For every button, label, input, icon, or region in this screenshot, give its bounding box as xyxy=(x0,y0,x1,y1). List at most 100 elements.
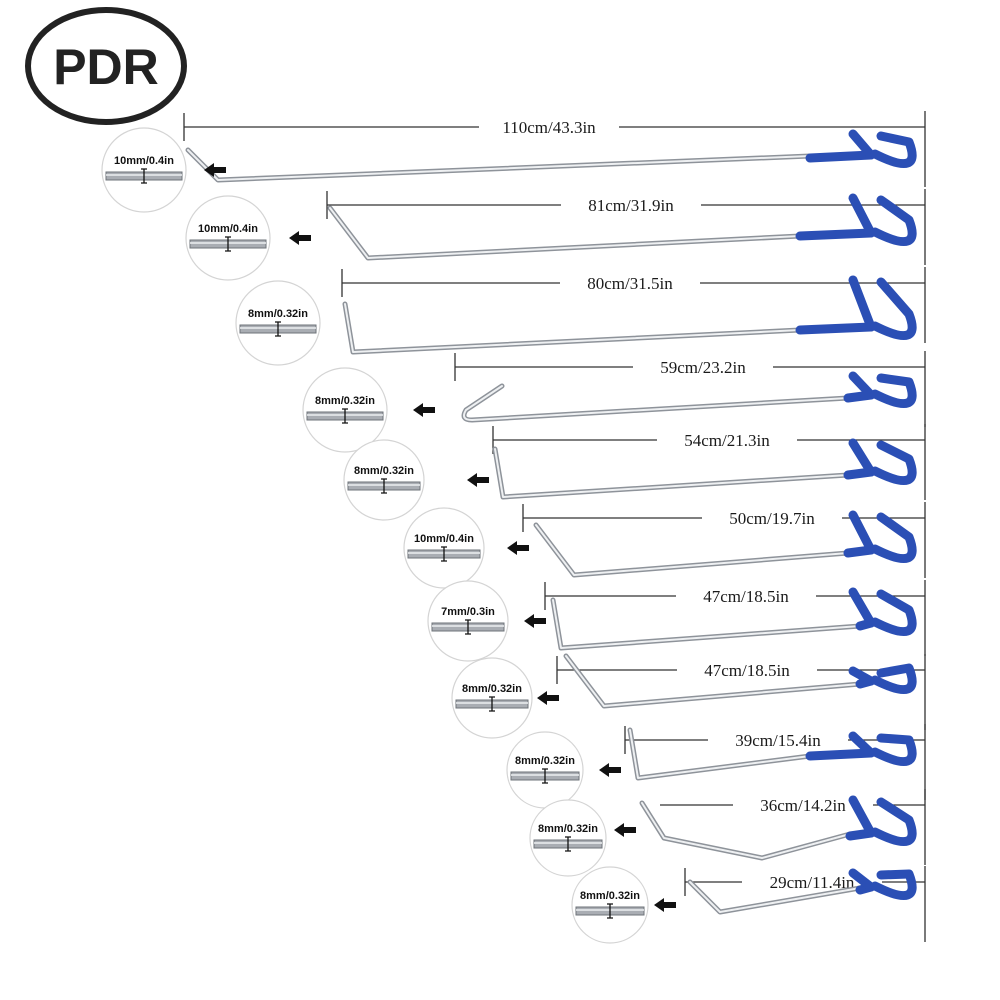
rod-handle xyxy=(805,748,876,761)
tip-size-label: 8mm/0.32in xyxy=(248,308,308,320)
rod-item: 59cm/23.2in 8mm/0.32in xyxy=(302,351,926,453)
rod-handle xyxy=(848,371,876,400)
rod xyxy=(627,727,917,781)
measure-marker-icon xyxy=(542,768,548,784)
tip-size-bubble: 10mm/0.4in xyxy=(403,507,485,589)
rod-item: 29cm/11.4in 8mm/0.32in xyxy=(571,866,926,944)
dimension-line: 110cm/43.3in xyxy=(183,111,926,187)
length-label: 50cm/19.7in xyxy=(729,509,815,528)
dimension-line: 47cm/18.5in xyxy=(544,580,926,656)
rod-shaft-highlight xyxy=(565,655,861,707)
tip-size-label: 10mm/0.4in xyxy=(198,223,258,235)
rod-item: 54cm/21.3in 8mm/0.32in xyxy=(343,424,926,521)
arrow-left-icon xyxy=(524,614,546,628)
rod-item: 47cm/18.5in 8mm/0.32in xyxy=(451,653,926,739)
rod-handle xyxy=(805,150,876,163)
rod-handle xyxy=(795,322,876,335)
length-label: 81cm/31.9in xyxy=(588,196,674,215)
rod-item: 50cm/19.7in 10mm/0.4in xyxy=(403,502,926,589)
rod xyxy=(342,275,917,355)
arrow-left-icon xyxy=(614,823,636,837)
dimension-line: 36cm/14.2in xyxy=(660,789,926,865)
rod xyxy=(550,587,917,651)
tip-size-bubble: 7mm/0.3in xyxy=(427,580,509,662)
pdr-logo: PDR xyxy=(25,7,187,125)
measure-marker-icon xyxy=(565,836,571,852)
rod-shaft xyxy=(492,446,851,500)
rod-shaft-highlight xyxy=(187,149,811,181)
rod-handle xyxy=(870,869,917,900)
tip-size-label: 10mm/0.4in xyxy=(114,155,174,167)
rod-shaft-highlight xyxy=(344,303,801,353)
rod-handle xyxy=(848,275,876,332)
rod-shaft-highlight xyxy=(552,599,861,649)
rod-handle xyxy=(870,797,917,846)
arrow-left-icon xyxy=(467,473,489,487)
rod-shaft xyxy=(327,205,803,261)
length-label: 59cm/23.2in xyxy=(660,358,746,377)
logo-text: PDR xyxy=(53,39,159,95)
rod-handle xyxy=(870,373,917,408)
arrow-left-icon xyxy=(654,898,676,912)
rod-shaft xyxy=(342,301,803,355)
rod-shaft-highlight xyxy=(463,385,849,421)
length-label: 110cm/43.3in xyxy=(502,118,596,137)
arrow-left-icon xyxy=(599,763,621,777)
rod-set: 110cm/43.3in 10mm/0.4in 81cm/31.9in 10mm/0.… xyxy=(101,111,926,944)
rod-handle xyxy=(848,438,876,477)
rod-shaft-highlight xyxy=(494,448,849,498)
rod-item: 36cm/14.2in 8mm/0.32in xyxy=(529,789,926,877)
tip-size-label: 8mm/0.32in xyxy=(515,755,575,767)
tip-size-label: 10mm/0.4in xyxy=(414,533,474,545)
tip-size-bubble: 8mm/0.32in xyxy=(235,280,321,366)
arrow-left-icon xyxy=(289,231,311,245)
rod-handle xyxy=(870,277,917,340)
tip-size-label: 8mm/0.32in xyxy=(354,465,414,477)
rod-shaft xyxy=(461,383,851,423)
rod-handle xyxy=(795,228,876,241)
tip-size-bubble: 8mm/0.32in xyxy=(529,799,607,877)
dimension-line: 59cm/23.2in xyxy=(454,351,926,427)
arrow-left-icon xyxy=(204,163,226,177)
tip-size-bubble: 8mm/0.32in xyxy=(451,657,533,739)
tip-size-label: 7mm/0.3in xyxy=(441,606,495,618)
rod-item: 110cm/43.3in 10mm/0.4in xyxy=(101,111,926,213)
rod-handle xyxy=(870,195,917,246)
rod-shaft-highlight xyxy=(535,524,849,576)
rod-handle xyxy=(870,733,917,766)
rod xyxy=(563,653,917,709)
rod xyxy=(327,193,917,261)
rod-shaft xyxy=(185,147,813,183)
measure-marker-icon xyxy=(225,236,231,252)
length-label: 29cm/11.4in xyxy=(770,873,855,892)
tip-size-label: 8mm/0.32in xyxy=(315,395,375,407)
dimension-line: 54cm/21.3in xyxy=(492,424,926,500)
rod-handle xyxy=(848,795,876,838)
rod-handle xyxy=(870,512,917,563)
rod-shaft-highlight xyxy=(689,881,861,913)
measure-marker-icon xyxy=(141,168,147,184)
tip-size-bubble: 10mm/0.4in xyxy=(185,195,271,281)
length-label: 47cm/18.5in xyxy=(704,661,790,680)
rod-shaft-highlight xyxy=(629,729,811,779)
rod-handle xyxy=(848,129,876,160)
rod-handle xyxy=(870,440,917,485)
tip-size-bubble: 8mm/0.32in xyxy=(302,367,388,453)
tip-size-label: 8mm/0.32in xyxy=(580,890,640,902)
rod-handle xyxy=(848,666,876,686)
measure-marker-icon xyxy=(381,478,387,494)
length-label: 54cm/21.3in xyxy=(684,431,770,450)
rod xyxy=(533,510,917,578)
rod-handle xyxy=(870,131,917,168)
length-label: 80cm/31.5in xyxy=(587,274,673,293)
tip-size-label: 8mm/0.32in xyxy=(462,683,522,695)
rod-shaft xyxy=(550,597,863,651)
measure-marker-icon xyxy=(465,619,471,635)
rod-item: 81cm/31.9in 10mm/0.4in xyxy=(185,189,926,281)
rod xyxy=(687,868,917,915)
tip-size-bubble: 8mm/0.32in xyxy=(506,731,584,809)
rod xyxy=(185,129,917,183)
rod-handle xyxy=(870,589,917,636)
